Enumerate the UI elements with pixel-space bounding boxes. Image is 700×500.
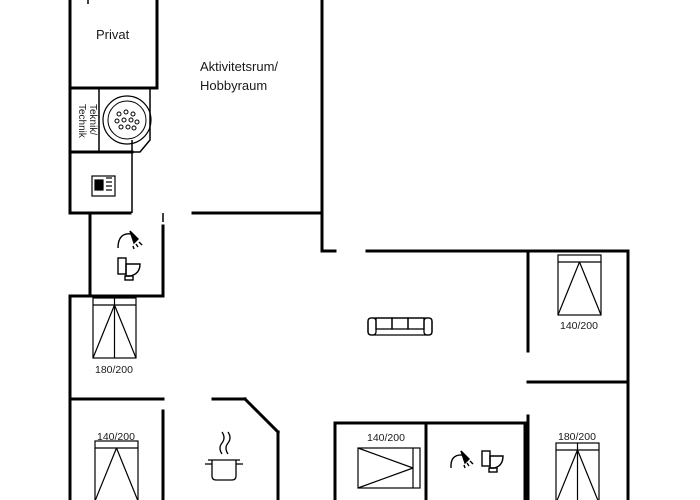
room-label-activity-line1: Aktivitetsrum/ xyxy=(200,59,279,74)
wall xyxy=(242,396,281,435)
bed-size-label: 140/200 xyxy=(97,431,135,443)
shower-icon xyxy=(450,450,474,469)
bed-icon xyxy=(555,442,600,500)
room-label-activity-line2: Hobbyraum xyxy=(200,78,268,93)
boiler-icon xyxy=(98,87,152,153)
stove-pot-icon xyxy=(205,431,243,481)
bed-size-label: 180/200 xyxy=(95,364,133,376)
sofa-icon xyxy=(367,317,433,336)
water-heater-icon xyxy=(91,175,116,197)
bed-size-label: 140/200 xyxy=(560,320,598,332)
room-label-privat: Privat xyxy=(96,27,130,42)
bed-icon xyxy=(357,447,421,489)
bed-icon xyxy=(557,254,602,316)
room-label-technik-line1: Teknik/ xyxy=(87,104,98,136)
bed-icon xyxy=(94,440,139,500)
room-label-technik-line2: Technik xyxy=(76,104,87,138)
toilet-icon xyxy=(117,257,141,281)
shower-icon xyxy=(117,230,143,250)
room-label-activity: Aktivitetsrum/ Hobbyraum xyxy=(200,57,278,95)
toilet-icon xyxy=(481,450,504,473)
bed-icon xyxy=(92,297,137,359)
walls xyxy=(68,0,630,500)
bed-size-label: 140/200 xyxy=(367,432,405,444)
bed-size-label: 180/200 xyxy=(558,431,596,443)
